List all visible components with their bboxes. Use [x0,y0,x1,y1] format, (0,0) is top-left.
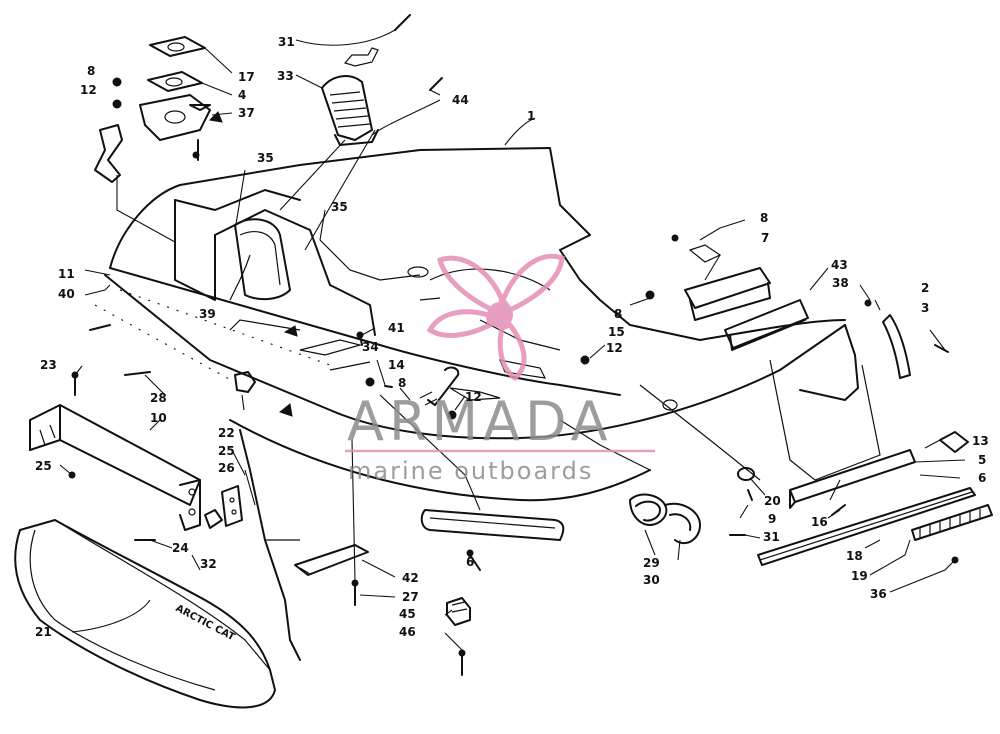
mount-plate-stack [94,36,211,243]
front-bumper-bar [29,404,201,531]
bumper-brand-text: ARCTIC CAT [174,603,237,643]
callout-label: 43 [831,258,848,272]
callout-label: 26 [218,461,235,475]
callout-label: 12 [80,83,97,97]
callout-label: 5 [978,453,986,467]
callout-label: 10 [150,411,167,425]
callout-labels: 31 33 44 1 8 12 17 4 37 35 35 11 40 39 8… [35,35,989,639]
callout-label: 17 [238,70,255,84]
hinge-bracket-set [684,244,809,351]
propeller-blade [500,253,565,314]
callout-label: 7 [761,231,769,245]
callout-label: 41 [388,321,405,335]
callout-label: 35 [331,200,348,214]
callout-label: 36 [870,587,887,601]
callout-label: 44 [452,93,469,107]
callout-label: 30 [643,573,660,587]
callout-label: 15 [608,325,625,339]
callout-label: 16 [811,515,828,529]
callout-label: 33 [277,69,294,83]
callout-label: 3 [921,301,929,315]
callout-label: 27 [402,590,419,604]
callout-label: 8 [614,307,622,321]
propeller-logo [426,253,565,382]
throttle-boot [279,47,379,251]
callout-label: 2 [921,281,929,295]
propeller-blade [437,255,505,316]
side-trim-strip [874,299,946,379]
callout-label: 22 [218,426,235,440]
leader-lines [59,29,966,651]
watermark-title: ARMADA [347,390,613,453]
callout-label: 23 [40,358,57,372]
bumper-cover: ARCTIC CAT [14,519,276,709]
callout-label: 31 [278,35,295,49]
callout-label: 1 [527,109,535,123]
callout-label: 20 [764,494,781,508]
callout-label: 38 [832,276,849,290]
watermark-subtitle: marine outboards [348,457,593,485]
lower-components [204,366,993,626]
callout-label: 8 [760,211,768,225]
callout-label: 14 [388,358,405,372]
callout-label: 6 [978,471,986,485]
callout-label: 19 [851,569,868,583]
callout-label: 31 [763,530,780,544]
propeller-hub [487,302,513,328]
callout-label: 37 [238,106,255,120]
callout-label: 40 [58,287,75,301]
callout-label: 8 [87,64,95,78]
callout-label: 21 [35,625,52,639]
callout-label: 6 [466,555,474,569]
callout-label: 46 [399,625,416,639]
callout-label: 35 [257,151,274,165]
belly-pan-body [94,111,881,661]
callout-label: 11 [58,267,75,281]
callout-label: 39 [199,307,216,321]
fastener-hardware [68,14,959,676]
propeller-blade [426,309,493,338]
callout-label: 13 [972,434,989,448]
propeller-blade [497,322,527,382]
callout-label: 42 [402,571,419,585]
callout-label: 4 [238,88,246,102]
armada-watermark: ARMADA marine outboards [345,253,655,485]
callout-label: 18 [846,549,863,563]
callout-label: 25 [35,459,52,473]
callout-label: 28 [150,391,167,405]
callout-label: 32 [200,557,217,571]
callout-label: 29 [643,556,660,570]
callout-label: 34 [362,340,379,354]
callout-label: 12 [465,390,482,404]
callout-label: 25 [218,444,235,458]
callout-label: 8 [398,376,406,390]
callout-label: 9 [768,512,776,526]
callout-label: 24 [172,541,189,555]
callout-label: 12 [606,341,623,355]
callout-label: 45 [399,607,416,621]
